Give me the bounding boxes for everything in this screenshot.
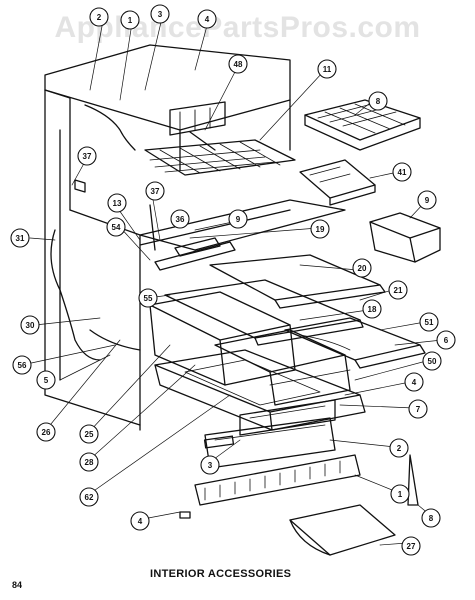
glass-shelf-upper (209, 254, 386, 309)
ice-maker-bracket (169, 101, 226, 151)
freezer-bin (369, 212, 441, 263)
callout-number: 50 (428, 357, 437, 366)
callout-number: 21 (394, 286, 403, 295)
watermark-text: AppliancePartsPros.com (54, 11, 421, 44)
callout-number: 6 (444, 336, 449, 345)
meat-drawer (154, 349, 366, 431)
drawer-front (239, 399, 336, 436)
callout-number: 51 (425, 318, 434, 327)
callout-number: 30 (26, 321, 35, 330)
callout-number: 2 (97, 13, 102, 22)
callout-number: 54 (112, 223, 121, 232)
callout-number: 36 (176, 215, 185, 224)
callout-number: 41 (398, 168, 407, 177)
callout-markers (10, 4, 456, 556)
water-tube (50, 229, 141, 361)
callout-number: 37 (151, 187, 160, 196)
callout-labels: 2 1 3 4 48 11 8 41 9 19 9 36 37 13 54 20… (16, 10, 449, 551)
diagram-caption: INTERIOR ACCESSORIES (150, 568, 292, 580)
page-number: 84 (12, 580, 23, 590)
callout-number: 48 (234, 60, 243, 69)
callout-number: 37 (83, 152, 92, 161)
callout-number: 9 (425, 196, 430, 205)
callout-number: 4 (138, 517, 143, 526)
callout-number: 8 (429, 514, 434, 523)
callout-number: 19 (316, 225, 325, 234)
callout-number: 9 (236, 215, 241, 224)
drain-pan (289, 504, 396, 556)
callout-number: 27 (407, 542, 416, 551)
lower-pan (204, 417, 336, 469)
ice-bucket-support (299, 159, 376, 206)
callout-number: 7 (416, 405, 421, 414)
callout-number: 3 (208, 461, 213, 470)
callout-number: 18 (368, 305, 377, 314)
callout-number: 20 (358, 264, 367, 273)
callout-number: 13 (113, 199, 122, 208)
callout-number: 4 (412, 378, 417, 387)
callout-number: 1 (128, 16, 133, 25)
ice-tray (304, 99, 421, 151)
callout-number: 5 (44, 376, 49, 385)
glass-shelf-middle (164, 279, 364, 346)
callout-number: 11 (323, 65, 332, 74)
callout-number: 8 (376, 97, 381, 106)
cabinet-outline (44, 44, 291, 431)
toe-grille (194, 454, 361, 506)
leveling-leg (407, 454, 419, 506)
callout-number: 28 (85, 458, 94, 467)
callout-number: 55 (144, 294, 153, 303)
callout-number: 2 (397, 444, 402, 453)
freezer-wire-shelf (144, 139, 296, 176)
callout-number: 56 (18, 361, 27, 370)
callout-number: 4 (205, 15, 210, 24)
callout-number: 3 (158, 10, 163, 19)
callout-number: 31 (16, 234, 25, 243)
crisper-cover (284, 317, 426, 369)
callout-number: 62 (85, 493, 94, 502)
callout-number: 26 (42, 428, 51, 437)
callout-number: 25 (85, 430, 94, 439)
leader-lines (21, 17, 443, 546)
callout-number: 1 (398, 490, 403, 499)
